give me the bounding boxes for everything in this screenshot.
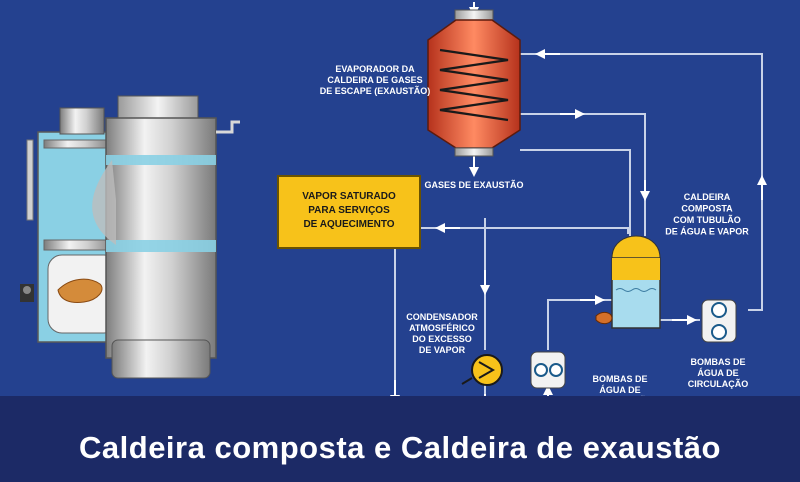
label-saturated-steam-line: PARA SERVIÇOS [308, 205, 390, 216]
label-composite-boiler-line: DE ÁGUA E VAPOR [665, 227, 749, 237]
label-composite-boiler-line: COMPOSTA [681, 204, 733, 214]
boiler-tube-plate [43, 139, 113, 149]
label-evaporator-line: EVAPORADOR DA [335, 64, 415, 74]
label-evaporator-line: CALDEIRA DE GASES [327, 75, 422, 85]
atmospheric-condenser [461, 354, 503, 386]
burner-knob-icon [23, 286, 31, 294]
drum-burner-icon [595, 311, 613, 325]
label-exhaust-gases-line: GASES DE EXAUSTÃO [424, 180, 523, 190]
pump-impeller-icon [534, 363, 548, 377]
pump-impeller-icon [711, 302, 727, 318]
pipe-steam-line [395, 227, 629, 234]
label-condenser-line: CONDENSADOR [406, 312, 478, 322]
water-band [106, 155, 216, 165]
feed-pump [530, 351, 566, 389]
composite-boiler-illustration [20, 95, 240, 379]
pump-impeller-icon [711, 324, 727, 340]
label-circulation-pumps-line: ÁGUA DE [697, 368, 738, 378]
evaporator-top-flange [454, 9, 494, 21]
boiler-tube-plate-lower [43, 239, 117, 251]
label-saturated-steam-line: DE AQUECIMENTO [303, 219, 394, 230]
exhaust-evaporator [427, 9, 521, 157]
boiler-right-base [111, 339, 211, 379]
boiler-tube-bank [92, 160, 116, 245]
circulation-pump [701, 299, 737, 343]
saturated-steam-box [277, 175, 421, 249]
gauge-glass [26, 139, 34, 221]
title-banner [0, 396, 800, 482]
drum-steam-dome [611, 235, 661, 259]
condenser-outlet [461, 377, 473, 385]
label-circulation-pumps-line: CIRCULAÇÃO [688, 379, 749, 389]
drum-water-surface [615, 288, 657, 292]
water-band-lower [106, 240, 216, 252]
label-evaporator-line: DE ESCAPE (EXAUSTÃO) [320, 86, 431, 96]
label-condenser-line: DO EXCESSO [412, 334, 472, 344]
label-condenser-line: DE VAPOR [419, 345, 466, 355]
label-condenser-line: ATMOSFÉRICO [409, 323, 475, 333]
condenser-body [471, 354, 503, 386]
label-circulation-pumps-line: BOMBAS DE [690, 357, 745, 367]
label-saturated-steam: VAPOR SATURADO PARA SERVIÇOS DE AQUECIMENT… [302, 191, 396, 230]
drum-steam-space [612, 258, 660, 280]
boiler-left-cap [59, 107, 105, 135]
label-composite-boiler-line: CALDEIRA [684, 192, 731, 202]
boiler-outlet-pipe [216, 120, 240, 134]
composite-drum [595, 235, 661, 329]
flame-icon [57, 278, 103, 303]
pipe-evap-to-drum [520, 113, 646, 236]
pipe-drum-to-evap [520, 149, 631, 236]
label-feed-pumps-line: BOMBAS DE [592, 374, 647, 384]
label-feed-pumps-line: ÁGUA DE [599, 385, 640, 395]
evaporator-bottom-flange [454, 147, 494, 157]
condenser-coil-icon [478, 361, 496, 379]
pump-impeller-icon [549, 363, 563, 377]
evaporator-coil [439, 48, 509, 122]
page-title: Caldeira composta e Caldeira de exaustão [79, 430, 721, 465]
label-exhaust-gases: GASES DE EXAUSTÃO [424, 180, 523, 190]
label-saturated-steam-line: VAPOR SATURADO [302, 191, 396, 202]
pipe-feed-to-drum [547, 299, 612, 350]
boiler-right-shell [105, 117, 217, 359]
label-composite-boiler-line: COM TUBULÃO [673, 215, 741, 225]
circulation-pump-body [701, 299, 737, 343]
